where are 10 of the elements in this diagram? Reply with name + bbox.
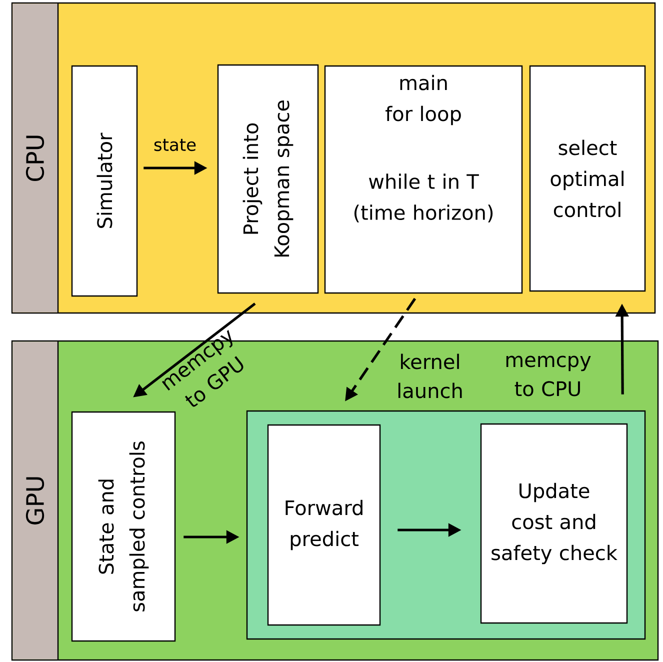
process-box: Forward predict — [267, 424, 381, 626]
edge-label: memcpy to CPU — [506, 356, 591, 396]
process-box: Simulator — [71, 65, 138, 297]
edge-label: kernel launch — [398, 354, 462, 398]
process-box: Project into Koopman space — [217, 64, 319, 294]
process-box: State and sampled controls — [71, 411, 176, 642]
process-box: select optimal control — [529, 65, 646, 292]
process-box: main for loop while t in T (time horizon) — [324, 65, 523, 294]
process-box: Update cost and safety check — [480, 423, 628, 624]
edge-label: state — [154, 138, 196, 152]
